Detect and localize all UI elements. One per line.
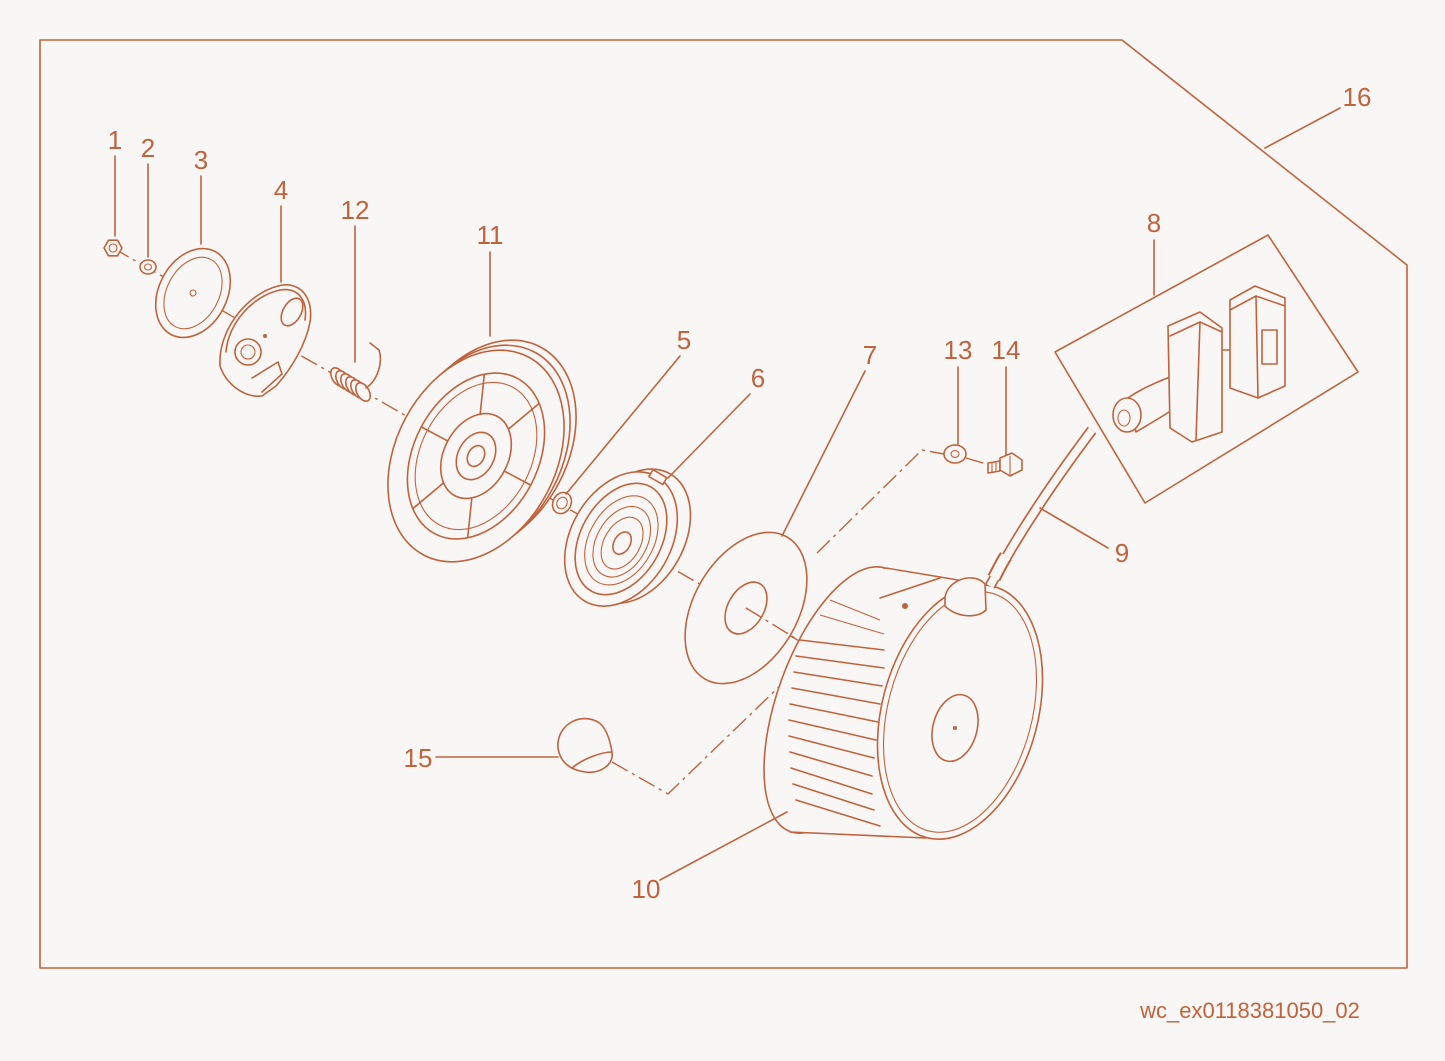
exploded-axis-line: [112, 247, 809, 647]
leader-line-7: [781, 370, 866, 537]
part-5-ring: [551, 491, 573, 515]
part-6-spring-cassette: [563, 468, 692, 607]
part-11-pulley: [387, 339, 577, 563]
leader-line-10: [659, 811, 788, 881]
part-3-plate: [154, 247, 232, 339]
part-15-cap: [557, 717, 613, 774]
part-4-ratchet: [219, 284, 312, 397]
callout-2: 2: [141, 133, 155, 163]
part-2-washer: [139, 259, 157, 275]
callout-6: 6: [751, 363, 765, 393]
callout-7: 7: [863, 340, 877, 370]
assembly-line-washer-bolt: [965, 457, 991, 466]
part-10-housing: [763, 566, 1044, 840]
part-8-handle: [1054, 234, 1359, 504]
leader-line-9: [1039, 507, 1109, 549]
leader-line-5: [565, 355, 681, 495]
leader-lines: [114, 107, 1341, 881]
part-9-rope: [985, 426, 1097, 589]
callout-4: 4: [274, 175, 288, 205]
part-7-washer-disk: [684, 531, 809, 685]
leader-line-6: [667, 393, 751, 479]
callout-12: 12: [341, 195, 370, 225]
housing-fins: [788, 599, 885, 827]
part-12-spring: [329, 342, 382, 402]
assembly-border: [39, 39, 1408, 969]
part-1-nut: [103, 239, 123, 257]
callout-14: 14: [992, 335, 1021, 365]
callout-9: 9: [1115, 538, 1129, 568]
callout-10: 10: [632, 874, 661, 904]
callout-13: 13: [944, 335, 973, 365]
assembly-line-cap: [611, 651, 816, 795]
leader-line-16: [1264, 107, 1341, 149]
callout-11: 11: [477, 220, 504, 250]
assembly-line-bolt: [816, 449, 945, 554]
callout-8: 8: [1147, 208, 1161, 238]
callout-15: 15: [404, 743, 433, 773]
callout-5: 5: [677, 325, 691, 355]
callout-1: 1: [108, 125, 122, 155]
drawing-code: wc_ex0118381050_02: [1139, 998, 1360, 1023]
part-13-washer: [943, 444, 967, 464]
callout-16: 16: [1343, 82, 1372, 112]
callout-3: 3: [194, 145, 208, 175]
callout-labels: 1 2 3 4 5 6 7 8 9 10 11 12 13 14 15 16: [108, 82, 1372, 904]
part-14-bolt: [987, 452, 1023, 477]
